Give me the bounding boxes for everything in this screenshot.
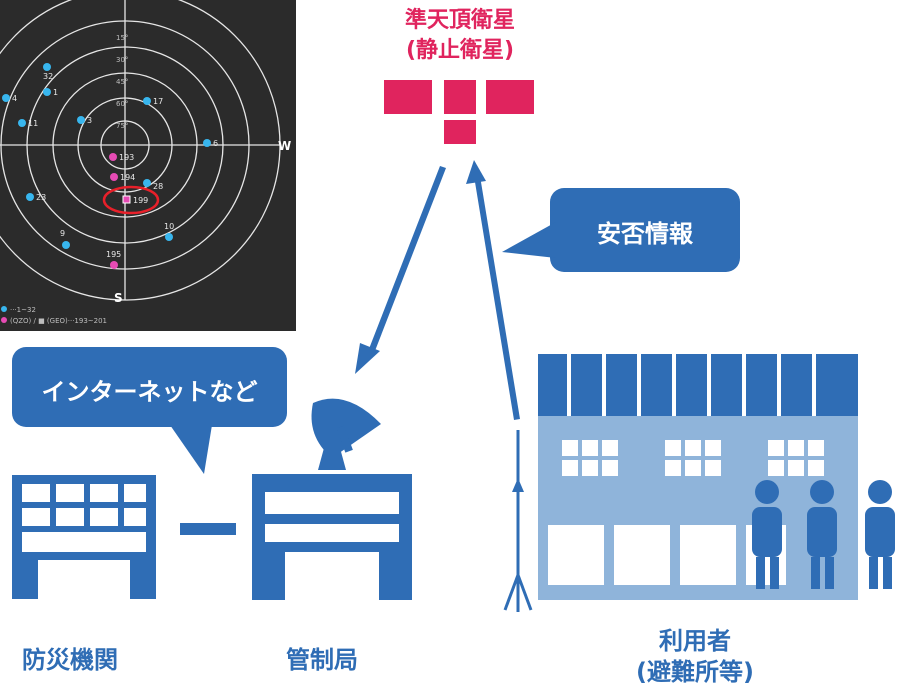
sat-dot-6 [203,139,211,147]
sat-label-195: 195 [106,250,121,259]
dish-antenna-icon [311,398,381,470]
skyplot-panel: 15° 30° 45° 60° 75° W S 32 1 4 17 11 3 6… [0,0,296,331]
disaster-agency-building [12,475,156,599]
uplink-arrow [355,166,446,374]
sat-dot-11 [18,119,26,127]
sat-dot-194 [110,173,118,181]
elev-label-15: 15° [116,34,128,42]
sat-dot-1 [43,88,51,96]
sat-label-17: 17 [153,97,163,106]
west-label: W [278,139,291,153]
internet-bubble-text: インターネットなど [41,378,258,406]
sat-dot-17 [143,97,151,105]
elev-label-75: 75° [116,122,128,130]
people-icon [752,480,895,589]
sat-dot-193 [109,153,117,161]
system-diagram [12,80,895,612]
sat-label-6: 6 [213,139,218,148]
network-link [180,523,236,535]
sat-label-3: 3 [87,116,92,125]
downlink-arrow [466,160,520,420]
elev-label-60: 60° [116,100,128,108]
control-station-label: 管制局 [286,646,358,674]
receiver-mast [503,430,533,612]
sat-dot-9 [62,241,70,249]
satellite-title-line2: (静止衛星) [405,38,515,63]
users-label-line2: (避難所等) [636,658,754,686]
satellite-title-line1: 準天頂衛星 [404,8,515,33]
highlight-circle [102,185,160,215]
sat-dot-10 [165,233,173,241]
sat-label-11: 11 [28,119,38,128]
elev-label-45: 45° [116,78,128,86]
sat-label-9: 9 [60,229,65,238]
control-station [252,398,412,600]
sat-dot-28 [143,179,151,187]
legend-gps: ···1~32 [10,306,36,314]
sat-dot-32 [43,63,51,71]
disaster-agency-label: 防災機関 [22,646,118,674]
sat-label-23: 23 [36,193,46,202]
sat-label-194: 194 [120,173,135,182]
mast-arrow [512,478,524,492]
sat-label-193: 193 [119,153,134,162]
sat-label-4: 4 [12,94,17,103]
sat-dot-23 [26,193,34,201]
internet-bubble [12,347,287,474]
legend-qz: (QZO) / ■ (GEO)···193~201 [10,317,107,325]
sat-label-10: 10 [164,222,174,231]
south-label: S [114,291,123,305]
legend-gps-dot [1,306,7,312]
sat-dot-4 [2,94,10,102]
sat-dot-195 [110,261,118,269]
shelter-building [538,354,858,600]
sat-label-32: 32 [43,72,53,81]
sat-dot-3 [77,116,85,124]
satellite-icon [384,80,534,144]
sat-label-199: 199 [133,196,148,205]
safety-bubble-text: 安否情報 [597,220,693,248]
legend-qzo-dot [1,317,7,323]
elev-label-30: 30° [116,56,128,64]
safety-bubble [502,188,740,272]
skyplot-chart: 15° 30° 45° 60° 75° W S 32 1 4 17 11 3 6… [0,0,291,325]
satellite-title: 準天頂衛星 (静止衛星) [330,6,590,66]
sat-label-1: 1 [53,88,58,97]
users-label-line1: 利用者 [659,627,731,655]
sat-square-199 [122,195,131,204]
sat-label-28: 28 [153,182,163,191]
